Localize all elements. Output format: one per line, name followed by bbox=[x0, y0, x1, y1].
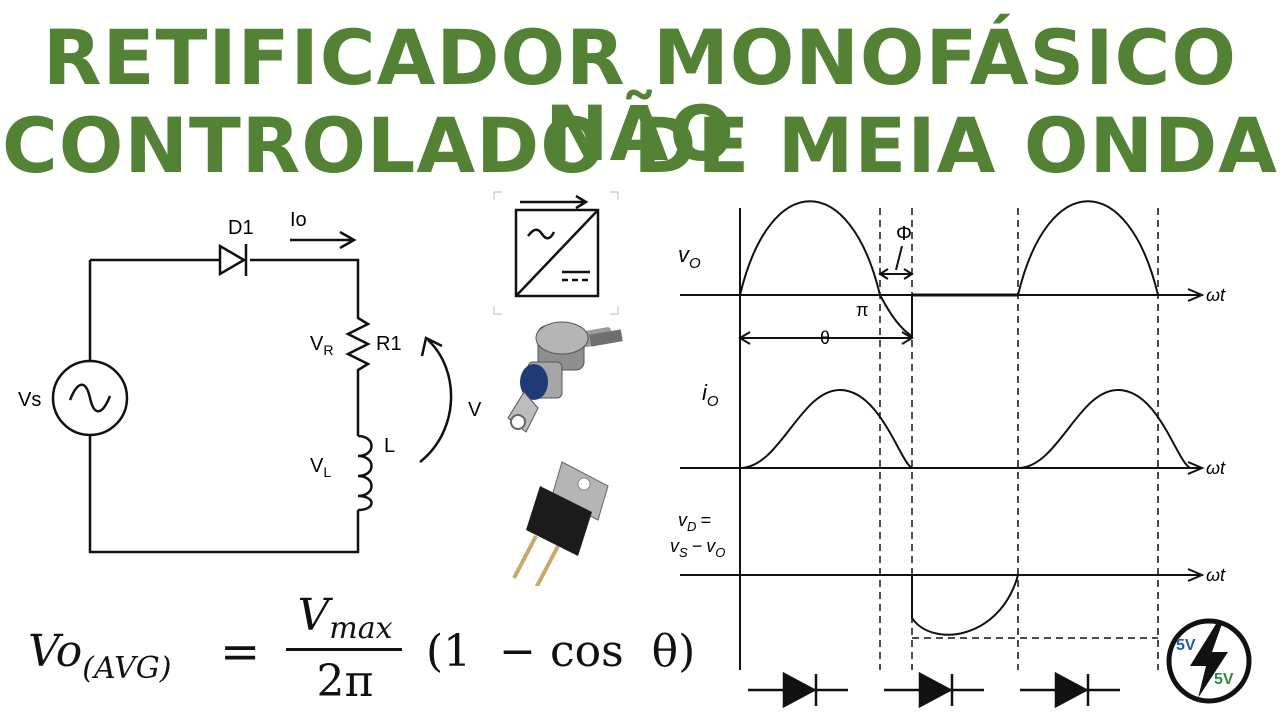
channel-logo: 5V 5V bbox=[1166, 618, 1252, 704]
vd-wave bbox=[911, 574, 1019, 636]
wire-top-right bbox=[250, 258, 360, 310]
label-l: L bbox=[384, 435, 395, 457]
label-io: iO bbox=[702, 380, 719, 410]
voltage-curve-arrow-icon bbox=[419, 336, 453, 463]
frame-corners bbox=[493, 191, 619, 315]
label-wt-3: ωt bbox=[1206, 565, 1226, 585]
diode-symbols-row bbox=[748, 671, 1120, 709]
logo-top-text: 5V bbox=[1176, 637, 1196, 654]
label-v-loop: V bbox=[468, 399, 482, 421]
formula-fraction-bar bbox=[286, 648, 402, 651]
formula-tail: (1 − cos θ) bbox=[426, 626, 696, 677]
stud-diode-image bbox=[507, 321, 623, 433]
logo-bottom-text: 5V bbox=[1214, 671, 1234, 688]
formula-numerator: Vmax bbox=[297, 590, 393, 646]
resistor-r1 bbox=[345, 310, 371, 436]
average-voltage-formula: Vo(AVG) = Vmax 2π (1 − cos θ) bbox=[28, 590, 708, 710]
title-line-1: RETIFICADOR MONOFÁSICO NÃO bbox=[43, 13, 1237, 178]
label-phi: Φ bbox=[896, 223, 912, 245]
label-io: Io bbox=[290, 209, 307, 231]
label-theta: θ bbox=[820, 328, 830, 348]
diode-icon-2 bbox=[884, 671, 984, 709]
label-pi: π bbox=[856, 300, 868, 320]
formula-denominator: 2π bbox=[316, 656, 374, 707]
label-r1: R1 bbox=[376, 333, 402, 355]
label-d1: D1 bbox=[228, 217, 254, 239]
label-vo: vO bbox=[678, 242, 701, 272]
label-vd-line2: vS−vO bbox=[670, 536, 725, 560]
current-arrow-icon bbox=[290, 230, 357, 250]
wire-left-bottom bbox=[88, 436, 360, 554]
diode-icon-3 bbox=[1020, 671, 1120, 709]
inductor-l bbox=[357, 434, 373, 512]
theta-arrow-icon bbox=[738, 331, 914, 345]
vo-arrow-icon bbox=[1187, 288, 1205, 302]
to220-diode-image bbox=[512, 461, 609, 586]
io-arrow-icon bbox=[1187, 461, 1205, 475]
formula-lhs: Vo(AVG) bbox=[28, 626, 172, 686]
diode-d1 bbox=[218, 243, 248, 277]
source-sine-icon bbox=[68, 383, 112, 413]
title-line-2: CONTROLADO DE MEIA ONDA bbox=[1, 101, 1279, 190]
rectifier-symbol-icon bbox=[514, 194, 600, 298]
diode-icon-1 bbox=[748, 671, 848, 709]
vo-wave bbox=[739, 200, 1159, 338]
vd-arrow-icon bbox=[1187, 568, 1205, 582]
waveform-diagram: vO iO vD= vS−vO ωt ωt ωt π Φ θ bbox=[670, 200, 1226, 670]
label-wt-1: ωt bbox=[1206, 285, 1226, 305]
label-vs: Vs bbox=[18, 389, 41, 411]
source-vs bbox=[51, 359, 129, 437]
phi-arrows-icon bbox=[878, 268, 914, 280]
label-vr: VR bbox=[310, 333, 333, 358]
io-wave bbox=[739, 388, 1191, 469]
label-vd-line1: vD= bbox=[678, 510, 711, 534]
period-markers bbox=[879, 208, 1159, 670]
label-wt-2: ωt bbox=[1206, 458, 1226, 478]
circuit-diagram: D1 Io Vs VR R1 VL L V bbox=[18, 209, 482, 554]
label-vl: VL bbox=[310, 455, 331, 480]
formula-equals: = bbox=[220, 624, 261, 680]
component-images bbox=[493, 191, 623, 586]
lightning-bolt-icon bbox=[1190, 624, 1228, 698]
